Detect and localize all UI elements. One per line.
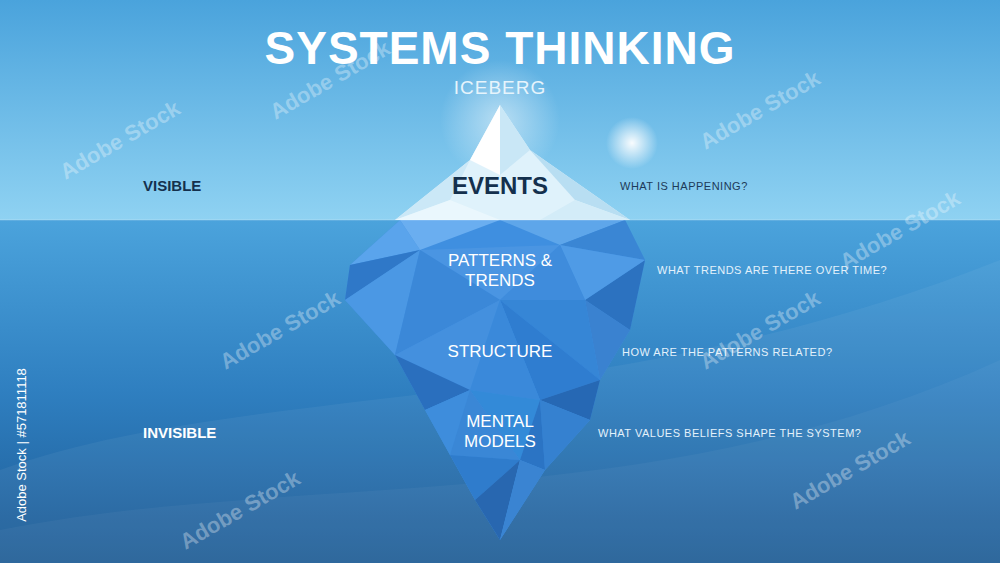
watermark: Adobe Stock | #571811118	[15, 368, 30, 522]
layer-name: MENTAL MODELS	[450, 412, 550, 451]
sun	[606, 117, 658, 169]
layer-name: PATTERNS & TRENDS	[440, 251, 560, 290]
watermark: Adobe Stock	[695, 65, 824, 154]
sky	[0, 0, 1000, 220]
iceberg-body	[345, 220, 645, 540]
zone-label: INVISIBLE	[143, 424, 216, 441]
layer-question: WHAT IS HAPPENING?	[620, 180, 748, 193]
waterline	[0, 220, 1000, 221]
wave	[0, 260, 1000, 563]
layer-name: STRUCTURE	[448, 342, 553, 362]
watermark: Adobe Stock	[175, 465, 304, 554]
subtitle: ICEBERG	[454, 77, 547, 99]
watermark: Adobe Stock	[695, 285, 824, 374]
watermark: Adobe Stock	[215, 285, 344, 374]
layer-question: WHAT VALUES BELIEFS SHAPE THE SYSTEM?	[598, 427, 861, 440]
watermark: Adobe Stock	[785, 425, 914, 514]
layer-name: EVENTS	[452, 172, 548, 200]
watermark: Adobe Stock	[55, 95, 184, 184]
watermark: Adobe Stock	[835, 185, 964, 274]
zone-label: VISIBLE	[143, 177, 201, 194]
iceberg-tip	[395, 105, 630, 220]
